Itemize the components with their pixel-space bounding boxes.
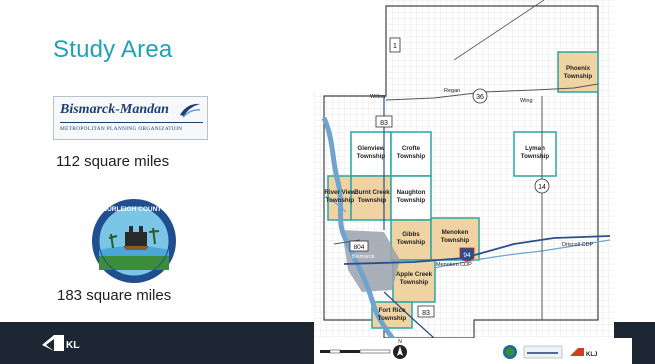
label-phoenix-2: Township	[564, 73, 593, 80]
label-fort-rice-1: Fort Rice	[379, 307, 406, 314]
township-naughton[interactable]	[390, 175, 432, 221]
label-crofte-2: Township	[397, 153, 426, 160]
highway-36	[385, 83, 599, 101]
area-stat-mpo: 112 square miles	[56, 153, 170, 170]
slide-title: Study Area	[53, 36, 173, 63]
svg-text:Lyman: Lyman	[525, 145, 545, 152]
svg-text:Phoenix: Phoenix	[566, 65, 591, 72]
route-shield-83-south: 83	[417, 305, 435, 318]
label-regan: Regan	[444, 88, 460, 94]
svg-text:N: N	[398, 339, 402, 345]
label-burnt-creek-2: Township	[358, 197, 387, 204]
route-shield-i94: 94	[459, 247, 475, 262]
north-arrow-icon: N	[393, 339, 407, 359]
route-shield-804: 804	[349, 240, 369, 252]
logo-rule	[60, 122, 203, 123]
label-bismarck: Bismarck	[352, 254, 375, 260]
svg-text:Township: Township	[378, 315, 407, 322]
label-naughton-1: Naughton	[397, 189, 426, 196]
partner-logos: KLJ	[503, 345, 597, 359]
highway-i94	[343, 235, 611, 265]
svg-text:Township: Township	[326, 197, 355, 204]
svg-text:83: 83	[380, 120, 388, 127]
svg-text:Township: Township	[397, 153, 426, 160]
label-menoken-1: Menoken	[442, 229, 469, 236]
missouri-river	[321, 116, 396, 342]
logo-wordmark: Bismarck-Mandan	[60, 102, 169, 117]
label-naughton-2: Township	[397, 197, 426, 204]
route-shield-83-north: 83	[375, 115, 393, 128]
label-riverview-1: River View	[324, 189, 355, 196]
label-riverview-2: Township	[326, 197, 355, 204]
svg-text:Township: Township	[397, 197, 426, 204]
svg-text:36: 36	[476, 94, 484, 101]
svg-text:Apple Creek: Apple Creek	[396, 271, 433, 278]
svg-text:1: 1	[393, 43, 397, 50]
swoosh-icon	[180, 103, 201, 118]
label-lyman-1: Lyman	[525, 145, 545, 152]
label-lyman-2: Township	[521, 153, 550, 160]
label-fort-rice-2: Township	[378, 315, 407, 322]
svg-text:Township: Township	[358, 197, 387, 204]
label-apple-creek-2: Township	[400, 279, 429, 286]
label-wing: Wing	[520, 98, 533, 104]
svg-text:Township: Township	[357, 153, 386, 160]
svg-text:Township: Township	[441, 237, 470, 244]
svg-text:14: 14	[538, 184, 546, 191]
label-phoenix-1: Phoenix	[566, 65, 591, 72]
svg-text:Gibbs: Gibbs	[402, 231, 420, 238]
svg-text:Naughton: Naughton	[397, 189, 426, 196]
route-shield-1: 1	[389, 37, 401, 53]
label-wilton: Wilton	[370, 94, 385, 100]
township-labels: Phoenix Township Glenview Township Croft…	[324, 65, 592, 322]
label-driscoll-cdp: Driscoll CDP	[562, 242, 594, 248]
study-area-map[interactable]: 1 36 83 14 804 94 83 Phoenix Towns	[314, 0, 632, 364]
footer-logo-text: KLJ	[66, 340, 80, 351]
scale-bar	[320, 349, 391, 354]
label-gibbs-2: Township	[397, 239, 426, 246]
svg-text:94: 94	[463, 252, 471, 259]
svg-text:Fort Rice: Fort Rice	[379, 307, 406, 314]
route-shield-14: 14	[534, 178, 550, 194]
svg-text:Burnt Creek: Burnt Creek	[354, 189, 390, 196]
label-glenview-2: Township	[357, 153, 386, 160]
township-lyman[interactable]	[513, 131, 557, 177]
svg-text:River View: River View	[324, 189, 355, 196]
svg-text:Township: Township	[400, 279, 429, 286]
county-road-north	[453, 0, 545, 61]
svg-text:Crofte: Crofte	[402, 145, 421, 152]
route-shield-36: 36	[472, 88, 488, 104]
svg-text:Glenview: Glenview	[357, 145, 384, 152]
label-menoken-2: Township	[441, 237, 470, 244]
svg-text:804: 804	[354, 244, 365, 251]
label-gibbs-1: Gibbs	[402, 231, 420, 238]
svg-text:Menoken: Menoken	[442, 229, 469, 236]
bismarck-mandan-mpo-logo: Bismarck-Mandan METROPOLITAN PLANNING OR…	[53, 96, 208, 140]
river-tributary-2	[323, 195, 347, 213]
area-stat-county: 183 square miles	[57, 287, 172, 304]
place-labels: Wilton Regan Wing Menoken CDP Driscoll C…	[352, 88, 594, 268]
river-tributary	[433, 239, 611, 269]
label-menoken-cdp: Menoken CDP	[436, 262, 472, 268]
seal-label: BURLEIGH COUNTY	[102, 206, 166, 213]
label-glenview-1: Glenview	[357, 145, 384, 152]
svg-text:KLJ: KLJ	[586, 352, 597, 358]
township-phoenix[interactable]	[557, 51, 599, 93]
label-crofte-1: Crofte	[402, 145, 421, 152]
logo-subtitle: METROPOLITAN PLANNING ORGANIZATION	[60, 126, 183, 132]
svg-text:Township: Township	[521, 153, 550, 160]
burleigh-county-seal-icon: BURLEIGH COUNTY	[92, 199, 176, 283]
svg-text:Township: Township	[397, 239, 426, 246]
label-apple-creek-1: Apple Creek	[396, 271, 433, 278]
township-apple-creek[interactable]	[392, 259, 436, 303]
klj-logo-icon: KLJ	[42, 335, 80, 351]
township-crofte[interactable]	[390, 131, 432, 177]
svg-text:Township: Township	[564, 73, 593, 80]
label-burnt-creek-1: Burnt Creek	[354, 189, 390, 196]
svg-text:83: 83	[422, 310, 430, 317]
